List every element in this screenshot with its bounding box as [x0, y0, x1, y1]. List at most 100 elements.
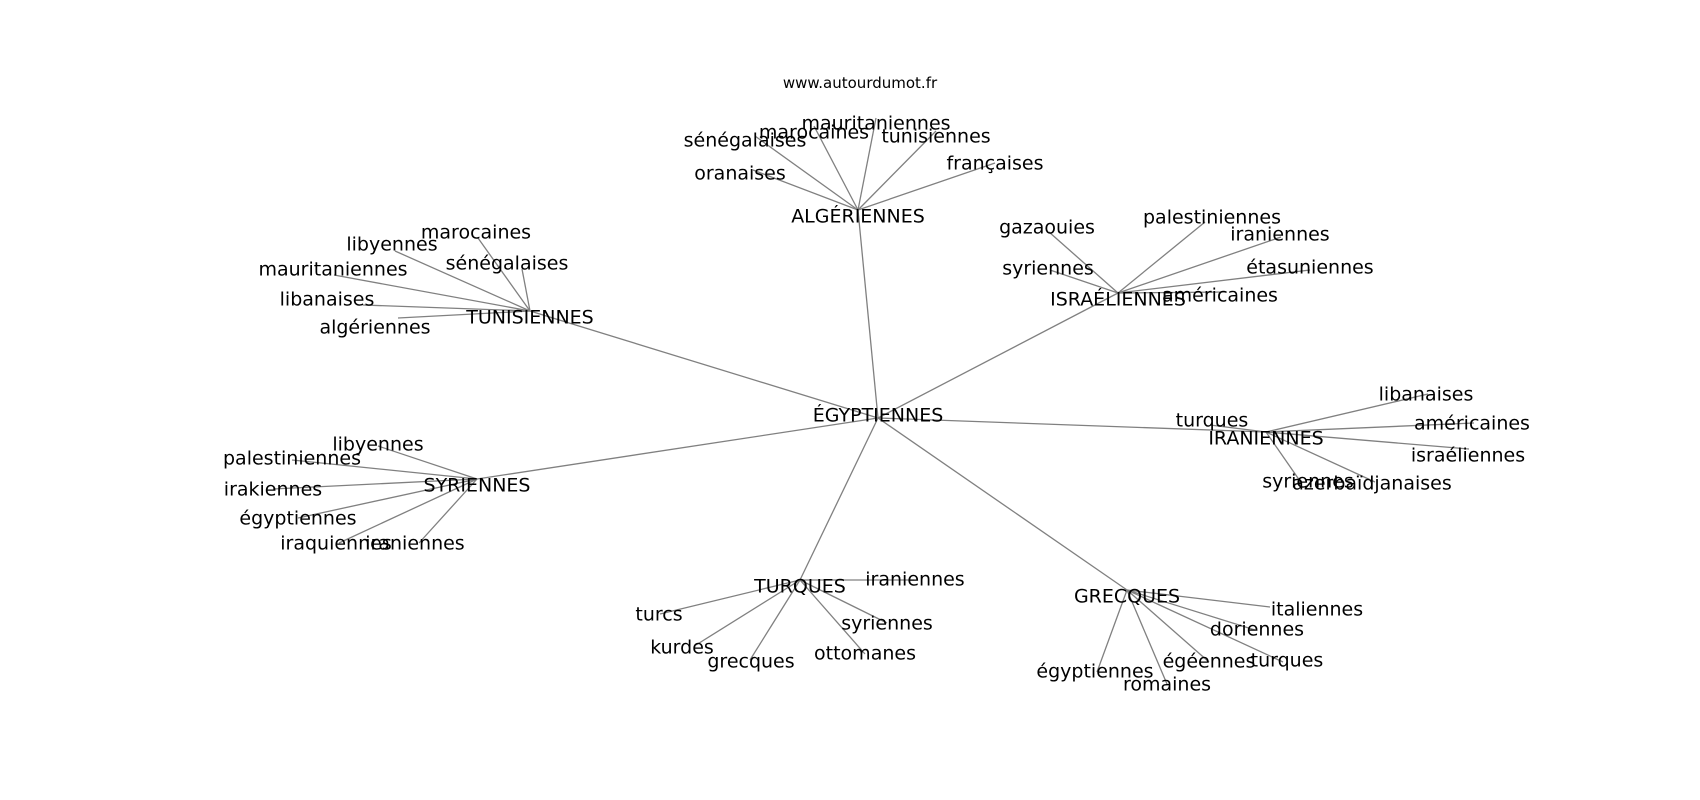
edge-hub-5-leaf-4: [297, 478, 478, 519]
edge-hub-4-leaf-2: [1265, 422, 1475, 433]
leaf-node-label: américaines: [1414, 413, 1530, 435]
edge-hub-6-leaf-6: [799, 579, 866, 655]
edge-center-6: [799, 417, 879, 581]
edge-hub-3-leaf-4: [1049, 269, 1119, 294]
leaf-node-label: azerbaïdjanaises: [1292, 473, 1452, 495]
edge-hub-7-leaf-2: [1126, 589, 1256, 631]
leaf-node-label: doriennes: [1210, 619, 1304, 641]
edge-hub-4-leaf-5: [1265, 431, 1301, 482]
edge-hub-2-leaf-5: [362, 304, 531, 312]
leaf-node-label: mauritaniennes: [258, 259, 407, 281]
edge-hub-2-leaf-6: [397, 310, 531, 319]
edge-hub-5-leaf-6: [418, 478, 478, 544]
leaf-node-label: turques: [1251, 650, 1324, 672]
edge-hub-2-leaf-4: [333, 274, 531, 312]
leaf-node-label: turques: [1176, 410, 1249, 432]
leaf-node-label: irakiennes: [224, 479, 322, 501]
leaf-node-label: égyptiennes: [1036, 661, 1153, 683]
leaf-node-label: tunisiennes: [881, 126, 990, 148]
labels: www.autourdumot.fr ÉGYPTIENNES ALGÉRIENNE…: [223, 74, 1530, 696]
edge-center-1: [857, 209, 879, 419]
leaf-node-label: françaises: [946, 153, 1043, 175]
edge-hub-2-leaf-3: [521, 268, 531, 312]
leaf-node-label: algériennes: [319, 317, 430, 339]
edge-hub-4-leaf-6: [1265, 431, 1376, 483]
leaf-node-label: américaines: [1162, 285, 1278, 307]
leaf-node-label: iraniennes: [365, 533, 464, 555]
leaf-node-label: libanaises: [280, 289, 375, 311]
edge-hub-4-leaf-4: [1265, 431, 1470, 450]
hub-node-label: ALGÉRIENNES: [791, 205, 925, 228]
leaf-node-label: iraquiennes: [280, 533, 391, 555]
leaf-node-label: marocaines: [421, 222, 531, 244]
edge-hub-7-leaf-4: [1126, 589, 1210, 663]
leaf-node-label: syriennes: [1262, 471, 1354, 493]
leaf-node-label: égéennes: [1163, 651, 1256, 673]
edge-hub-3-leaf-5: [1117, 269, 1311, 294]
edge-hub-4-leaf-1: [1265, 393, 1429, 433]
leaf-node-label: marocaines: [759, 122, 869, 144]
edge-hub-3-leaf-6: [1117, 291, 1228, 294]
edge-center-2: [529, 310, 879, 419]
leaf-node-label: libyennes: [346, 234, 437, 256]
leaf-node-label: gazaouies: [999, 217, 1095, 239]
leaf-node-label: palestiniennes: [1143, 207, 1281, 229]
edge-hub-3-leaf-3: [1117, 236, 1282, 294]
center-node-label: ÉGYPTIENNES: [813, 404, 944, 427]
edge-hub-7-leaf-3: [1126, 589, 1284, 663]
leaf-node-label: grecques: [707, 651, 794, 673]
edge-hub-6-leaf-4: [695, 579, 801, 646]
hub-node-label: GRECQUES: [1074, 586, 1180, 608]
hub-node-label: TUNISIENNES: [465, 307, 594, 329]
edge-hub-7-leaf-1: [1126, 589, 1271, 608]
leaf-node-label: libanaises: [1379, 384, 1474, 406]
edge-hub-7-leaf-6: [1126, 589, 1168, 685]
edge-hub-2-leaf-2: [394, 250, 531, 312]
hub-node-label: ISRAÉLIENNES: [1050, 288, 1186, 311]
leaf-node-label: libyennes: [332, 434, 423, 456]
leaf-node-label: romaines: [1123, 674, 1211, 696]
edge-hub-3-leaf-1: [1048, 231, 1119, 294]
edge-center-4: [877, 417, 1267, 433]
leaf-node-label: oranaises: [694, 163, 786, 185]
edge-hub-6-leaf-5: [749, 579, 801, 661]
hub-node-label: TURQUES: [753, 576, 846, 598]
edge-center-7: [877, 417, 1128, 591]
leaf-node-label: iraniennes: [865, 569, 964, 591]
edge-hub-5-leaf-5: [338, 478, 478, 544]
leaf-node-label: syriennes: [1002, 258, 1094, 280]
edge-hub-1-leaf-3: [857, 130, 937, 211]
edge-hub-1-leaf-5: [857, 162, 996, 211]
edge-center-3: [877, 292, 1119, 419]
leaf-node-label: étasuniennes: [1246, 257, 1373, 279]
edge-hub-1-leaf-6: [752, 169, 859, 211]
leaf-node-label: sénégalaises: [684, 130, 807, 152]
edge-hub-1-leaf-4: [754, 135, 859, 211]
leaf-node-label: kurdes: [650, 637, 714, 659]
site-watermark: www.autourdumot.fr: [783, 74, 938, 92]
leaf-node-label: italiennes: [1271, 599, 1363, 621]
leaf-node-label: turcs: [635, 604, 682, 626]
leaf-node-label: israéliennes: [1411, 445, 1525, 467]
leaf-node-label: égyptiennes: [239, 508, 356, 530]
edge-hub-5-leaf-1: [377, 445, 478, 480]
edge-hub-2-leaf-1: [477, 237, 531, 312]
edge-hub-6-leaf-3: [799, 579, 888, 624]
edge-hub-5-leaf-3: [272, 478, 478, 490]
edge-hub-1-leaf-1: [857, 117, 877, 211]
edge-hub-6-leaf-2: [659, 579, 801, 615]
edge-hub-5-leaf-2: [291, 459, 478, 480]
edge-center-5: [476, 417, 879, 480]
edge-hub-4-leaf-3: [1209, 424, 1267, 433]
edge-hub-7-leaf-5: [1096, 589, 1128, 673]
leaf-node-label: iraniennes: [1230, 224, 1329, 246]
edge-hub-3-leaf-2: [1117, 221, 1206, 294]
hub-node-label: SYRIENNES: [424, 475, 531, 497]
leaf-node-label: palestiniennes: [223, 448, 361, 470]
leaf-node-label: ottomanes: [814, 643, 916, 665]
leaf-node-label: mauritaniennes: [801, 113, 950, 135]
edges: [272, 117, 1475, 685]
hub-node-label: IRANIENNES: [1208, 428, 1323, 450]
leaf-node-label: sénégalaises: [446, 253, 569, 275]
